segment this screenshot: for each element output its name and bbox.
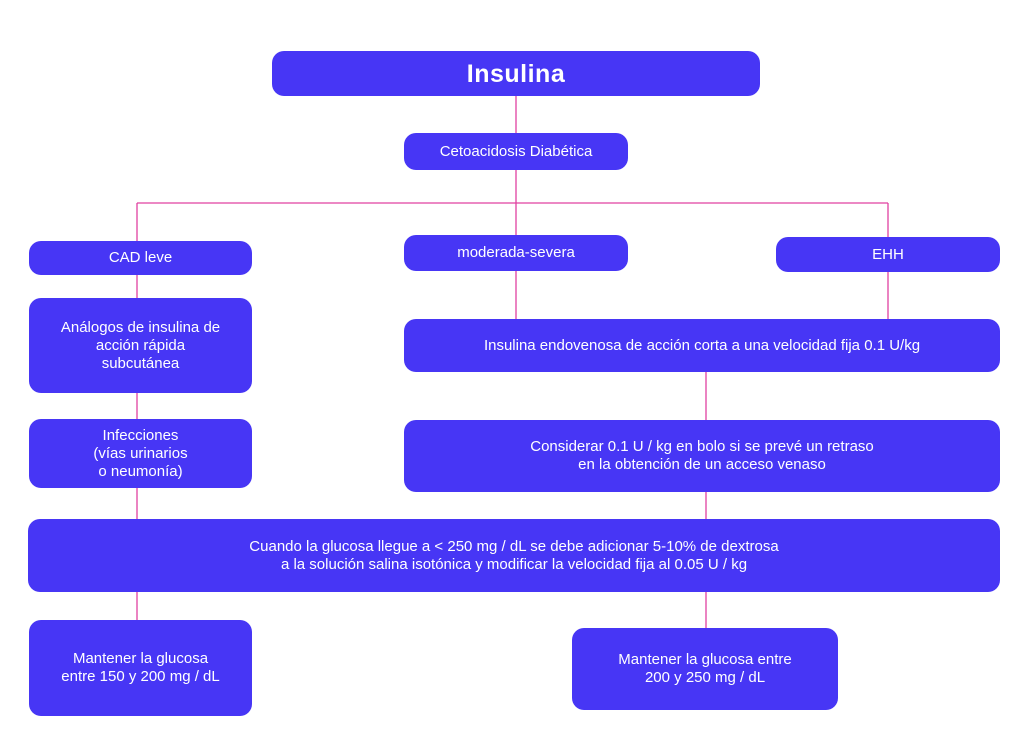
- node-insulina: Insulina: [272, 51, 760, 96]
- node-infecciones: Infecciones (vías urinarios o neumonía): [29, 419, 252, 488]
- node-considerar-bolo: Considerar 0.1 U / kg en bolo si se prev…: [404, 420, 1000, 492]
- node-cad-leve: CAD leve: [29, 241, 252, 275]
- node-cetoacidosis-diabetica: Cetoacidosis Diabética: [404, 133, 628, 170]
- node-mantener-150-200: Mantener la glucosa entre 150 y 200 mg /…: [29, 620, 252, 716]
- node-ehh: EHH: [776, 237, 1000, 272]
- node-cuando-glucosa: Cuando la glucosa llegue a < 250 mg / dL…: [28, 519, 1000, 592]
- node-mantener-200-250: Mantener la glucosa entre 200 y 250 mg /…: [572, 628, 838, 710]
- node-moderada-severa: moderada-severa: [404, 235, 628, 271]
- node-insulina-endovenosa: Insulina endovenosa de acción corta a un…: [404, 319, 1000, 372]
- node-analogos-insulina: Análogos de insulina de acción rápida su…: [29, 298, 252, 393]
